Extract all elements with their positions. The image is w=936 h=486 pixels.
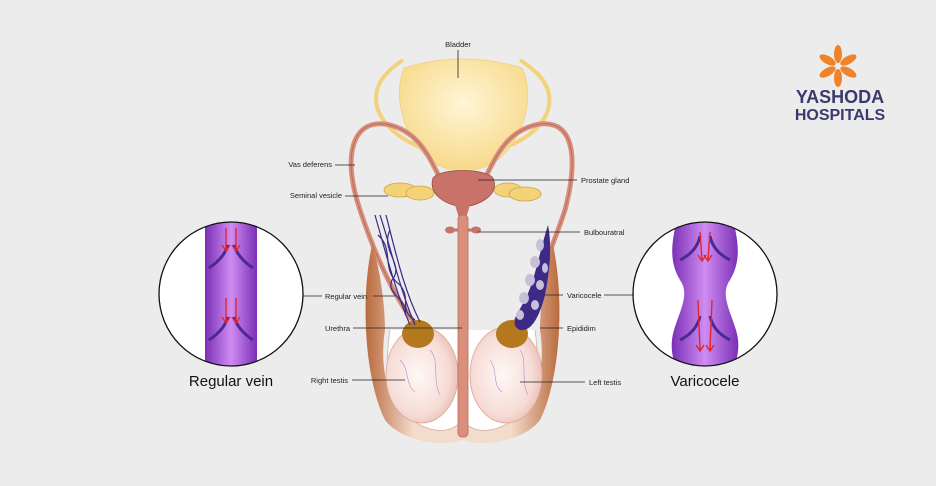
seminal-vesicles bbox=[383, 182, 542, 202]
brand-line2: HOSPITALS bbox=[795, 107, 886, 124]
label-regular-vein: Regular vein bbox=[325, 292, 367, 301]
caption-varicocele: Varicocele bbox=[671, 373, 740, 390]
label-epididim: Epididim bbox=[567, 324, 596, 333]
urethra bbox=[457, 214, 469, 438]
label-varicocele: Varicocele bbox=[567, 291, 601, 300]
varicocele-plexus bbox=[514, 225, 551, 331]
leader-lines bbox=[303, 50, 634, 383]
regular-vein-inset bbox=[158, 221, 304, 367]
flower-icon bbox=[819, 45, 857, 87]
label-bulbouratral: Bulbouratral bbox=[584, 228, 625, 237]
label-vas-deferens: Vas deferens bbox=[288, 160, 332, 169]
label-left-testis: Left testis bbox=[589, 378, 621, 387]
label-right-testis: Right testis bbox=[311, 376, 348, 385]
label-urethra: Urethra bbox=[325, 324, 351, 333]
label-prostate-gland: Prostate gland bbox=[581, 176, 629, 185]
varicocele-inset bbox=[632, 221, 778, 367]
label-bladder: Bladder bbox=[445, 40, 471, 49]
label-seminal-vesicle: Seminal vesicle bbox=[290, 191, 342, 200]
brand-logo: YASHODA HOSPITALS bbox=[795, 45, 886, 124]
regular-vein-plexus bbox=[374, 214, 421, 326]
caption-regular-vein: Regular vein bbox=[189, 373, 273, 390]
bladder bbox=[398, 58, 529, 172]
prostate-gland bbox=[431, 170, 495, 218]
brand-line1: YASHODA bbox=[796, 87, 884, 107]
